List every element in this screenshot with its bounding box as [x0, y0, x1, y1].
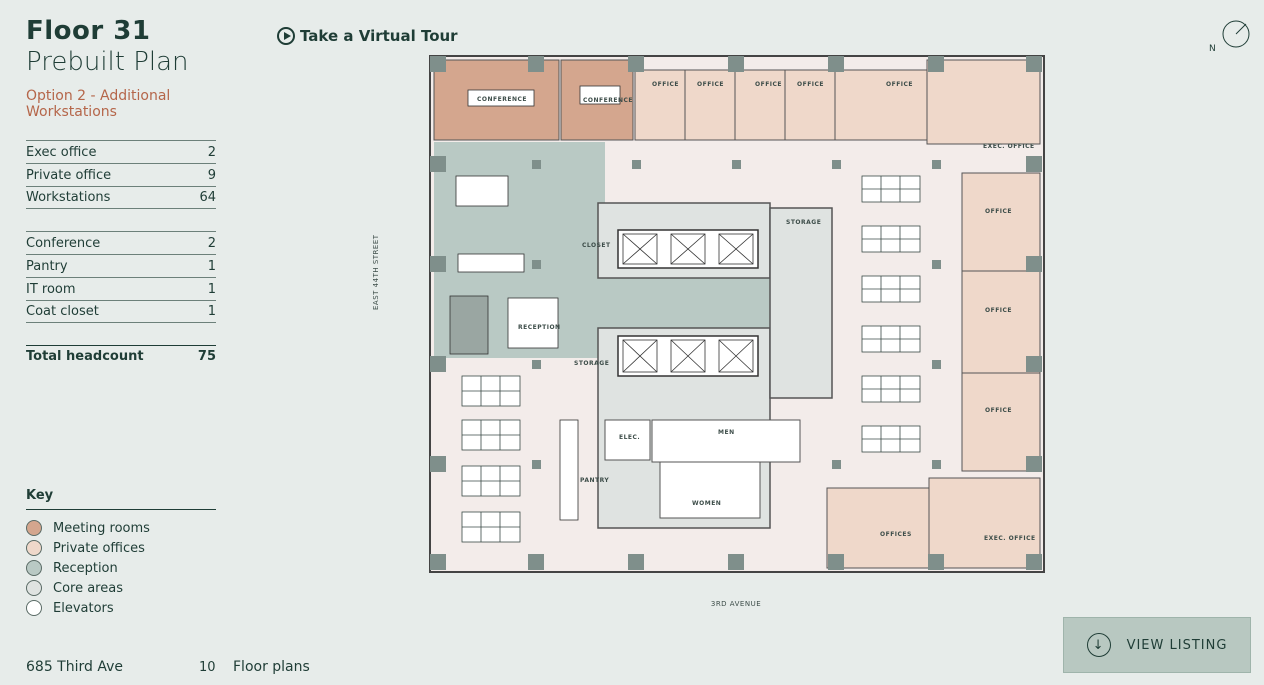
- office-room: [834, 69, 928, 141]
- stat-row: IT room 1: [26, 277, 216, 300]
- room-label: STORAGE: [786, 219, 821, 226]
- view-listing-label: VIEW LISTING: [1126, 637, 1228, 653]
- total-row: Total headcount 75: [26, 345, 216, 367]
- elevators-swatch: [26, 600, 42, 616]
- stat-value: 2: [207, 235, 216, 251]
- legend-label: Elevators: [53, 600, 114, 616]
- legend-item: Private offices: [26, 538, 216, 558]
- restroom-men: [651, 419, 801, 463]
- play-icon: [277, 27, 295, 45]
- stat-value: 2: [207, 144, 216, 160]
- plan-subtitle: Prebuilt Plan: [26, 47, 189, 77]
- stat-label: Exec office: [26, 144, 97, 160]
- legend-label: Meeting rooms: [53, 520, 150, 536]
- virtual-tour-label: Take a Virtual Tour: [300, 27, 458, 45]
- total-value: 75: [197, 349, 216, 364]
- room-label: CONFERENCE: [477, 96, 527, 103]
- street-label-bottom: 3RD AVENUE: [710, 600, 762, 608]
- exec-office-room: [928, 477, 1041, 569]
- stat-label: Coat closet: [26, 304, 99, 319]
- room-label: MEN: [718, 429, 735, 436]
- office-room: [734, 69, 786, 141]
- meeting-rooms-swatch: [26, 520, 42, 536]
- core-areas-swatch: [26, 580, 42, 596]
- stat-row: Coat closet 1: [26, 300, 216, 323]
- legend-item: Core areas: [26, 578, 216, 598]
- floor-plans-link[interactable]: Floor plans: [233, 659, 310, 675]
- room-label: OFFICE: [985, 307, 1012, 314]
- legend-item: Meeting rooms: [26, 518, 216, 538]
- stat-row: Conference 2: [26, 231, 216, 254]
- building-address: 685 Third Ave: [26, 659, 123, 675]
- office-room: [961, 372, 1041, 472]
- room-label: RECEPTION: [518, 324, 561, 331]
- stat-label: Workstations: [26, 190, 111, 205]
- stat-value: 1: [207, 281, 216, 297]
- room-label: OFFICE: [697, 81, 724, 88]
- restroom-women: [659, 461, 761, 519]
- office-room: [684, 69, 736, 141]
- room-label: EXEC. OFFICE: [983, 143, 1035, 150]
- floor-plan-count: 10: [199, 660, 216, 675]
- stat-row: Pantry 1: [26, 254, 216, 277]
- room-label: STORAGE: [574, 360, 609, 367]
- room-label: WOMEN: [692, 500, 721, 507]
- room-label: OFFICE: [886, 81, 913, 88]
- private-offices-swatch: [26, 540, 42, 556]
- legend-title: Key: [26, 488, 216, 510]
- street-label-left: EAST 44TH STREET: [372, 234, 380, 310]
- view-listing-button[interactable]: ↓ VIEW LISTING: [1063, 617, 1251, 673]
- info-panel: Floor 31 Prebuilt Plan Option 2 - Additi…: [26, 16, 216, 367]
- legend-label: Private offices: [53, 540, 145, 556]
- floor-title: Floor 31: [26, 16, 151, 46]
- stat-label: Pantry: [26, 258, 68, 274]
- room-label: OFFICE: [797, 81, 824, 88]
- compass-icon: N: [1209, 20, 1250, 52]
- stat-value: 9: [207, 167, 216, 183]
- room-label: OFFICE: [755, 81, 782, 88]
- plan-option: Option 2 - Additional Workstations: [26, 88, 171, 120]
- office-room: [634, 69, 686, 141]
- room-label: OFFICES: [880, 531, 912, 538]
- legend-label: Reception: [53, 560, 118, 576]
- download-icon: ↓: [1086, 633, 1111, 657]
- pantry-counter: [559, 419, 579, 521]
- exec-office-room: [926, 59, 1041, 145]
- stat-row: Workstations 64: [26, 186, 216, 209]
- room-label: OFFICE: [985, 407, 1012, 414]
- elec-room: [604, 419, 651, 461]
- room-label: OFFICE: [652, 81, 679, 88]
- office-room: [784, 69, 836, 141]
- stat-label: IT room: [26, 281, 76, 297]
- office-room: [961, 172, 1041, 272]
- stat-row: Private office 9: [26, 163, 216, 186]
- room-label: PANTRY: [580, 477, 609, 484]
- stat-value: 64: [199, 190, 216, 205]
- virtual-tour-button[interactable]: Take a Virtual Tour: [277, 27, 458, 45]
- stat-label: Private office: [26, 167, 112, 183]
- room-label: CLOSET: [582, 242, 611, 249]
- stat-row: Exec office 2: [26, 140, 216, 163]
- reception-swatch: [26, 560, 42, 576]
- stats-table: Exec office 2 Private office 9 Workstation…: [26, 140, 216, 367]
- storage-room: [769, 207, 833, 399]
- floor-plan: CONFERENCE CONFERENCE OFFICE OFFICE OFFI…: [429, 55, 1045, 573]
- compass-north-label: N: [1209, 44, 1216, 52]
- room-label: EXEC. OFFICE: [984, 535, 1036, 542]
- legend: Key Meeting rooms Private offices Recept…: [26, 488, 216, 618]
- room-label: ELEC.: [619, 434, 640, 441]
- stat-value: 1: [207, 304, 216, 319]
- room-label: OFFICE: [985, 208, 1012, 215]
- legend-item: Reception: [26, 558, 216, 578]
- legend-label: Core areas: [53, 580, 123, 596]
- room-label: CONFERENCE: [583, 97, 633, 104]
- total-label: Total headcount: [26, 349, 144, 364]
- legend-item: Elevators: [26, 598, 216, 618]
- stat-value: 1: [207, 258, 216, 274]
- stat-label: Conference: [26, 235, 101, 251]
